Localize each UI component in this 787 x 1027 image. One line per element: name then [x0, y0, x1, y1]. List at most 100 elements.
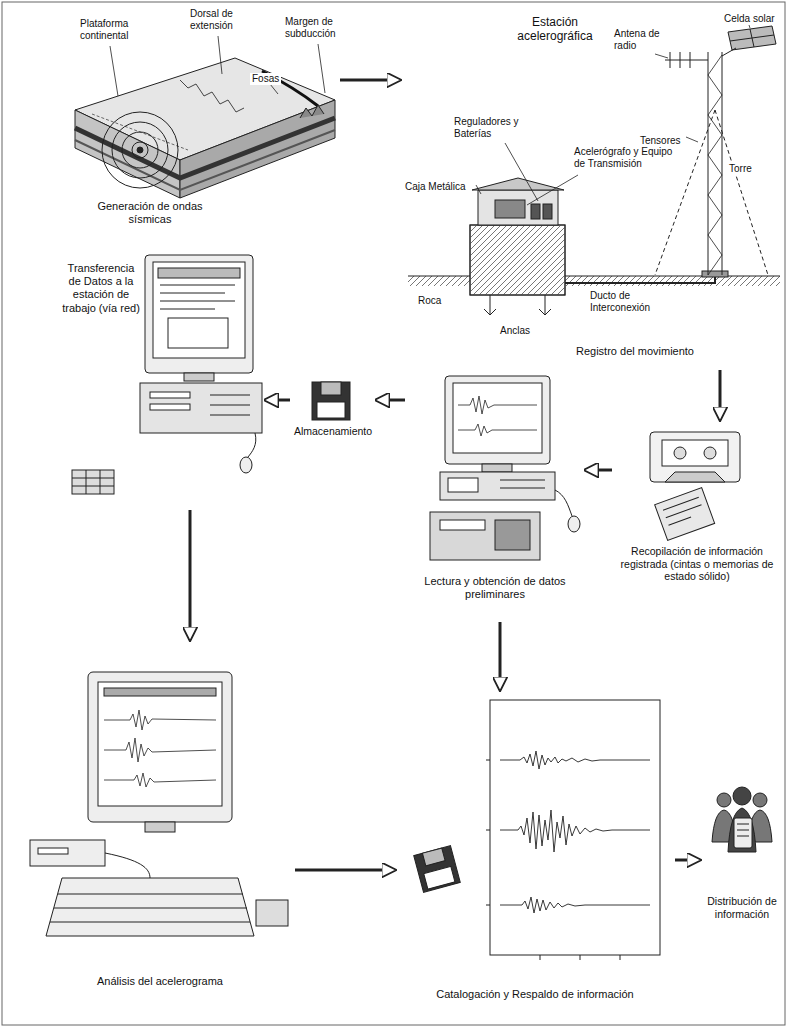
seismic-waves — [102, 112, 178, 188]
workstation-computer — [140, 383, 262, 433]
tectonic-block — [75, 118, 335, 178]
part-label: Acelerógrafo y Equipo de Transmisión — [572, 146, 676, 169]
flow-arrow — [719, 370, 722, 420]
text-slot: Registro del movimiento — [560, 345, 710, 358]
stage-panel: Transferencia de Datos a la estación de … — [60, 250, 265, 510]
accelerograph-station — [565, 276, 715, 283]
text-slot: Almacenamiento — [290, 425, 376, 438]
stage-panel: Lectura y obtención de datos preliminare… — [405, 372, 585, 622]
storage-media — [650, 432, 740, 482]
reader-computer — [500, 480, 545, 488]
distribution-icon — [733, 787, 751, 805]
workstation-computer — [160, 285, 235, 309]
distribution-icon — [734, 818, 752, 848]
step-caption: Lectura y obtención de datos preliminare… — [405, 575, 585, 601]
accelerograph-station — [478, 190, 558, 225]
leader-line — [270, 84, 278, 94]
step-caption: Catalogación y Respaldo de información — [395, 988, 675, 1001]
label-slot: Margen de subducción — [283, 16, 341, 41]
reader-computer — [482, 464, 512, 472]
accelerograph-station — [531, 204, 540, 219]
label-slot: Roca — [416, 290, 448, 308]
label-slot: Torre — [727, 158, 759, 176]
analysis-workstation — [30, 672, 288, 936]
label-slot: Reguladores y Baterías — [452, 116, 530, 141]
backup-disk — [414, 846, 461, 893]
workstation-computer — [153, 262, 245, 358]
label-slot: Celda solar — [722, 8, 782, 26]
backup-disk — [414, 846, 461, 893]
analysis-workstation — [50, 894, 250, 922]
accelerograph-station — [470, 225, 565, 295]
workstation-computer — [210, 395, 250, 415]
reader-computer — [568, 516, 580, 532]
label-slot: Caja Metálica — [403, 176, 475, 194]
flow-arrow — [675, 859, 700, 862]
seismic-waves — [102, 112, 178, 188]
text-slot: Análisis del acelerograma — [25, 975, 295, 988]
part-label: Anclas — [498, 325, 532, 337]
stage-panel: Generación de ondas sísmicas — [60, 10, 340, 235]
step-caption: Transferencia de Datos a la estación de … — [60, 262, 142, 315]
seismic-waves — [132, 142, 148, 158]
accelerograph-station — [708, 55, 722, 275]
accelerograph-station — [702, 271, 728, 277]
accelerograph-station — [728, 26, 776, 50]
storage-media — [704, 447, 716, 459]
part-label: Ducto de Interconexión — [588, 290, 682, 313]
accelerograph-station — [408, 22, 780, 315]
analysis-workstation — [88, 672, 232, 822]
workstation-computer — [72, 470, 114, 494]
step-caption: Recopilación de información registrada (… — [612, 545, 782, 583]
workstation-computer — [248, 433, 256, 457]
accelerogram-plot — [500, 810, 650, 852]
label-slot: Antena de radio — [612, 28, 664, 53]
accelerograph-station — [472, 178, 564, 190]
workstation-computer — [158, 268, 240, 278]
part-label: Celda solar — [722, 13, 777, 25]
reader-computer — [555, 490, 572, 516]
flow-arrow — [265, 399, 290, 402]
text-slot: Recopilación de información registrada (… — [612, 545, 782, 583]
workstation-computer — [72, 470, 114, 494]
label-slot: Fosas — [250, 68, 282, 86]
storage-media — [663, 497, 704, 525]
reader-computer — [445, 376, 550, 464]
flow-arrow — [585, 469, 612, 472]
distribution-icon — [737, 824, 749, 836]
reader-computer — [440, 472, 555, 500]
step-caption: Registro del movimiento — [560, 345, 710, 358]
part-label: Reguladores y Baterías — [452, 116, 530, 139]
part-label: Roca — [416, 295, 443, 307]
stage-panel: Análisis del acelerograma — [25, 640, 295, 1000]
analysis-workstation — [256, 900, 288, 926]
text-slot: Transferencia de Datos a la estación de … — [60, 262, 142, 315]
tectonic-block — [300, 105, 324, 118]
text-slot: Catalogación y Respaldo de información — [395, 988, 675, 1001]
leader-line — [110, 36, 325, 96]
workstation-computer — [240, 457, 252, 473]
leader-line — [655, 54, 668, 58]
analysis-workstation — [30, 840, 105, 866]
accelerogram-plot — [500, 751, 650, 769]
panel-heading: Estación acelerográfica — [505, 15, 605, 44]
accelerograph-station — [495, 200, 525, 218]
analysis-workstation — [38, 848, 68, 854]
reader-computer — [448, 478, 478, 492]
flow-arrow — [189, 510, 192, 640]
stage-panel: Distribución de información — [700, 780, 784, 945]
accelerograph-station — [708, 52, 722, 275]
part-label: Plataforma continental — [78, 18, 140, 41]
leader-line — [218, 36, 222, 74]
leader-line — [318, 44, 325, 93]
distribution-icon — [728, 808, 756, 852]
reader-computer — [430, 512, 540, 560]
part-label: Fosas — [250, 73, 281, 85]
accelerogram-plot — [490, 700, 660, 955]
workstation-computer — [168, 318, 228, 348]
part-label: Margen de subducción — [283, 16, 341, 39]
reader-computer — [430, 376, 580, 560]
distribution-icon — [712, 787, 772, 852]
